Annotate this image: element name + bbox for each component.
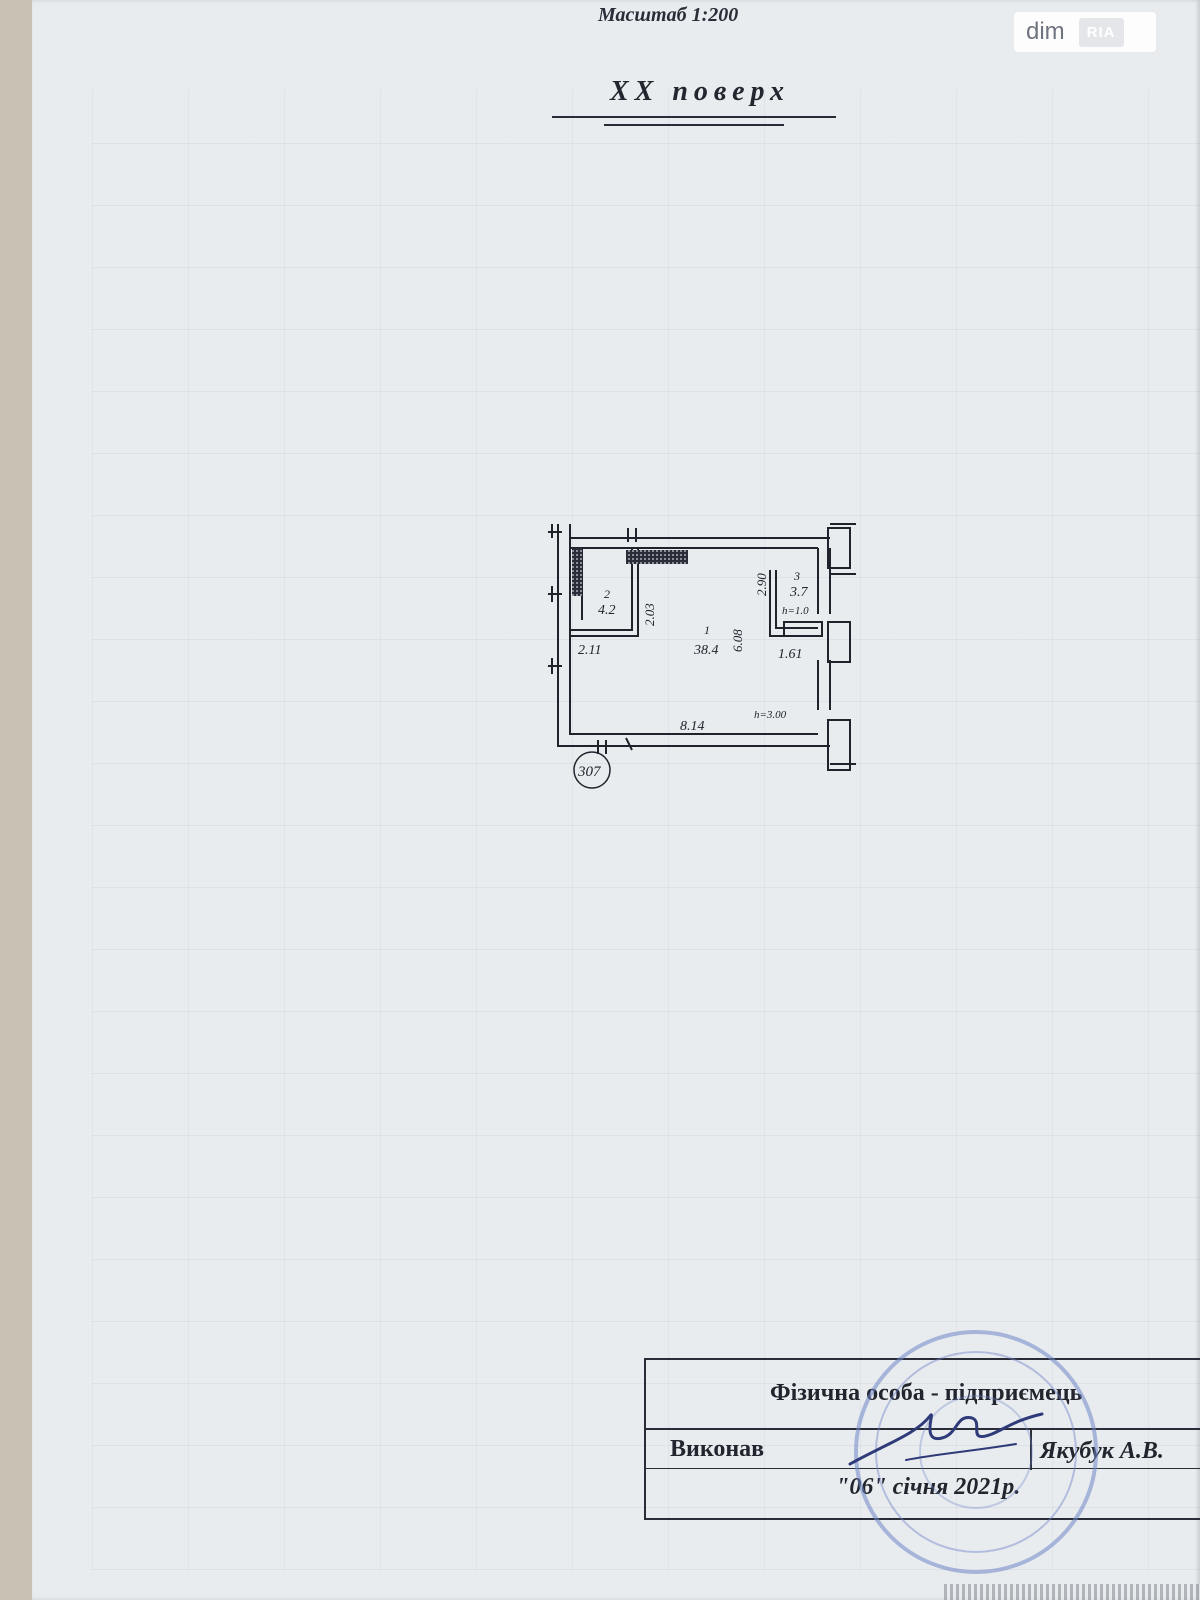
floor-plan: 2 4.2 2.03 2.11 1 38.4 6.08 2.90 3 3.7 h… [548, 523, 856, 789]
hatched-column-left [572, 548, 582, 596]
unit-number: 307 [577, 764, 602, 780]
unit-number-circle [573, 751, 611, 789]
hatched-column-top [626, 550, 688, 564]
title-block-divider [646, 1428, 1200, 1430]
title-block-divider-2 [646, 1468, 1200, 1469]
room-2-number: 2 [604, 587, 610, 601]
document-date: "06" січня 2021р. [836, 1474, 1021, 1500]
room-3-number: 3 [793, 569, 800, 583]
room-3-height-dim: 2.90 [754, 573, 769, 596]
document-page [32, 0, 1200, 1600]
room-2-height-dim: 2.03 [642, 603, 657, 626]
executor-name: Якубук А.В. [1040, 1438, 1164, 1464]
ceiling-small: h=1.0 [782, 605, 809, 617]
dim-label: dim [1026, 18, 1065, 45]
dimria-watermark: dim RIA [1014, 12, 1156, 52]
total-width-dim: 8.14 [680, 719, 705, 734]
executor-label: Виконав [670, 1436, 765, 1462]
room-3-width-dim: 1.61 [778, 647, 803, 662]
bleed-through-grid [92, 90, 1200, 1570]
organization-title: Фізична особа - підприємець [770, 1380, 1083, 1406]
title-block-cell-divider [1030, 1428, 1032, 1470]
handwritten-signature [848, 1412, 1044, 1466]
room-1-number: 1 [704, 623, 710, 637]
scale-label: Масштаб 1:200 [598, 4, 739, 26]
room-3-area: 3.7 [789, 585, 809, 600]
plan-walls [548, 523, 856, 771]
ria-label: RIA [1078, 17, 1124, 47]
ceiling-main: h=3.00 [754, 709, 787, 721]
height-dim: 6.08 [730, 629, 745, 652]
title-block: Фізична особа - підприємець Виконав Якуб… [644, 1358, 1200, 1520]
page-edge-marks [944, 1584, 1200, 1600]
room-1-area: 38.4 [693, 643, 719, 658]
title-underline [552, 116, 836, 118]
room-2-area: 4.2 [598, 603, 616, 618]
title-underline-short [604, 124, 784, 126]
room-2-width-dim: 2.11 [578, 643, 601, 658]
floor-title: XX поверх [610, 76, 790, 107]
